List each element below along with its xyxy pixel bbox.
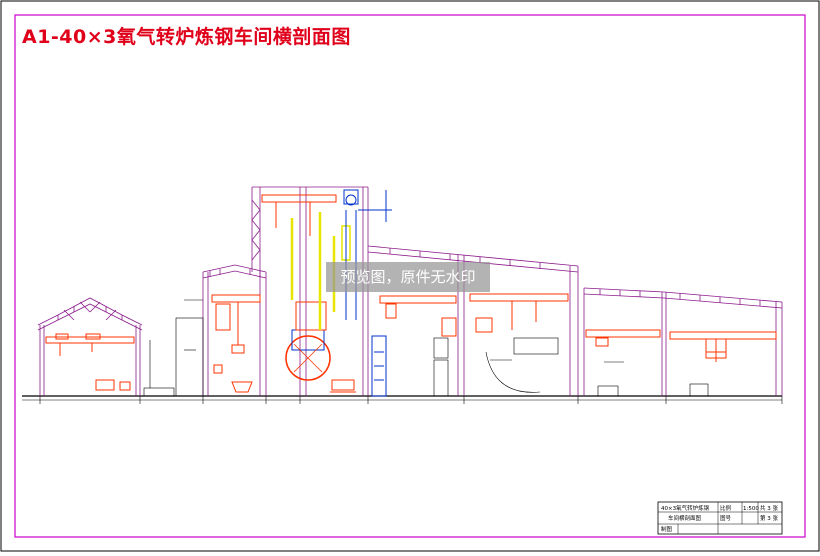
title-block-scale: 1:500 [743,506,759,512]
preview-watermark: 预览图，原件无水印 [326,262,490,292]
title-block-sheet-no: 第 3 张 [760,514,778,522]
title-block: 40×3氧气转炉炼钢 车间横剖面图 比例 1:500 共 3 张 图号 第 3 … [657,501,783,535]
charging-bay-crane [211,294,261,393]
inner-frame [14,14,806,538]
low-annex [143,340,175,397]
title-block-label-sign: 制图 [661,525,673,533]
drawing-title: A1-40×3氧气转炉炼钢车间横剖面图 [22,26,351,48]
right-bay-floor-items [597,361,709,397]
title-block-label-no: 图号 [720,514,732,522]
title-block-label-scale: 比例 [720,504,732,512]
pouring-bay-crane [379,293,569,337]
title-block-name-line2: 车间横剖面图 [668,514,702,522]
charging-bay-annex [175,299,204,397]
dimension-ticks [39,396,783,404]
converter-vessel [285,301,331,381]
title-block-name-line1: 40×3氧气转炉炼钢 [661,504,710,512]
title-block-sheet-total: 共 3 张 [760,504,778,512]
right-bay-crane [585,329,777,362]
converter-hood [261,194,337,236]
left-bay [37,297,143,396]
left-bay-crane [45,333,135,391]
ladle-car [330,379,356,393]
right-bay-roof [583,287,783,396]
charging-bay-truss [202,264,267,396]
pouring-equipment [433,337,559,397]
